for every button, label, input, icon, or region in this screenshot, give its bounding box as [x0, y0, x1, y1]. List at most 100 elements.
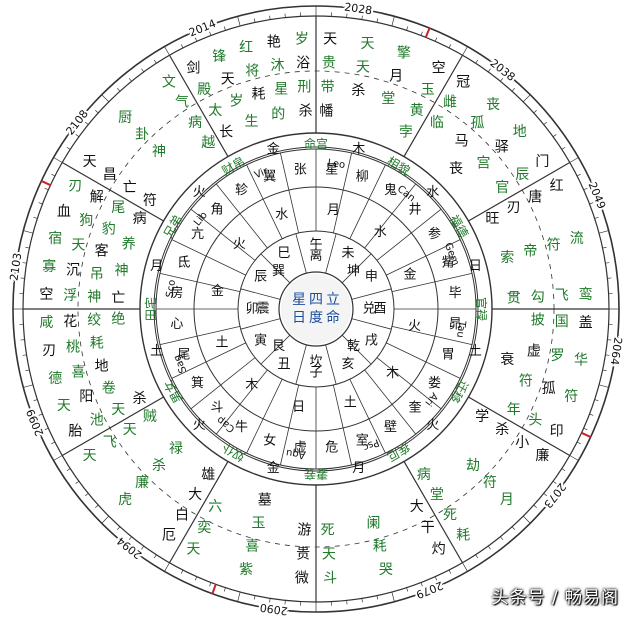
scale-tick — [253, 18, 256, 23]
scale-tick — [75, 480, 80, 484]
lunar-mansion: 亢 — [191, 226, 204, 242]
scale-tick — [223, 26, 226, 31]
scale-tick — [576, 441, 581, 445]
lunar-mansion: 斗 — [210, 401, 223, 416]
sector-star-char: 将 — [245, 63, 259, 79]
sector-star-char: 神 — [115, 263, 129, 279]
sector-star-char: 天 — [322, 547, 336, 563]
sector-star-char: 厨 — [118, 110, 132, 126]
palace-planet-mark: 土 — [150, 344, 163, 359]
sector-star-char: 地 — [95, 359, 109, 375]
palace-planet-mark: 火 — [193, 418, 206, 433]
zodiac-label: Leo — [327, 158, 346, 171]
scale-tick — [66, 468, 71, 472]
scale-tick — [605, 262, 610, 264]
sector-star-char: 岁 — [229, 94, 243, 110]
branch-divider — [351, 318, 392, 330]
scale-tick — [543, 493, 548, 497]
scale-tick — [420, 31, 423, 36]
branch-divider — [295, 344, 307, 385]
sector-star-char: 大 — [188, 487, 202, 503]
earthly-branch: 丑 — [277, 357, 290, 372]
sector-star-char: 亡 — [123, 180, 137, 196]
scale-tick — [448, 569, 452, 574]
lunar-mansion: 娄 — [428, 376, 441, 391]
sector-star-char: 勾 — [531, 289, 545, 305]
sector-star-char: 卷 — [102, 381, 116, 397]
sector-star-char: 阑 — [367, 515, 381, 531]
palace-planet-mark: 木 — [352, 142, 365, 157]
sector-star-char: 喜 — [71, 365, 85, 381]
sector-star-char: 劫 — [466, 458, 480, 474]
scale-tick — [361, 598, 363, 603]
sector-star-char: 咸 — [39, 315, 53, 331]
zodiac-label: Sco — [165, 279, 178, 298]
branch-divider — [341, 334, 372, 365]
sector-star-char: 耗 — [252, 87, 266, 103]
sector-divider — [403, 54, 464, 157]
sector-star-char: 带 — [321, 79, 335, 95]
mansion-divider — [171, 342, 246, 379]
sector-star-char: 六 — [208, 499, 222, 515]
scale-tick — [434, 576, 438, 581]
sector-star-char: 刃 — [68, 178, 82, 194]
ring-planet-mark: 土 — [215, 336, 228, 351]
earthly-branch: 申 — [365, 270, 378, 285]
sector-star-char: 微 — [295, 571, 309, 587]
sector-star-char: 生 — [245, 114, 259, 130]
sector-star-char: 天 — [111, 402, 125, 418]
lunar-mansion: 尾 — [177, 348, 190, 363]
scale-tick — [391, 591, 395, 602]
center-char: 度 — [309, 310, 323, 326]
mansion-divider — [332, 152, 352, 234]
sector-star-char: 丧 — [486, 97, 500, 113]
palace-band-inner-ring — [153, 146, 479, 472]
lunar-mansion: 鬼 — [384, 182, 397, 198]
scale-tick — [23, 230, 34, 234]
mansion-divider — [190, 357, 256, 410]
ring-planet-mark: 金 — [403, 266, 416, 282]
ring-planet-mark: 月 — [327, 203, 340, 218]
scale-tick — [594, 216, 599, 219]
sector-star-char: 尾 — [111, 200, 125, 216]
scale-tick — [33, 399, 38, 402]
sector-star-char: 浮 — [63, 288, 77, 304]
scale-tick — [237, 16, 241, 27]
sector-star-char: 天 — [83, 448, 97, 464]
scale-tick — [84, 493, 89, 497]
scale-tick — [561, 468, 566, 472]
sector-star-char: 丧 — [449, 161, 463, 177]
palace-planet-mark: 火 — [193, 185, 206, 200]
sector-star-char: 的 — [271, 107, 285, 123]
sector-star-char: 印 — [550, 424, 564, 440]
sector-star-char: 杀 — [133, 391, 147, 407]
earthly-branch: 卯 — [245, 302, 258, 317]
scale-tick — [141, 68, 145, 73]
zodiac-label: Aqu — [285, 447, 306, 461]
scale-tick — [552, 134, 557, 138]
year-label: 2064 — [608, 336, 625, 366]
sector-star-char: 杀 — [152, 458, 166, 474]
lunar-mansion: 虚 — [294, 441, 307, 456]
palace-planet-mark: 水 — [426, 185, 439, 200]
center-circle — [278, 271, 354, 347]
year-label: 2103 — [8, 252, 25, 282]
scale-tick — [180, 569, 184, 574]
scale-tick — [51, 441, 56, 445]
mansion-divider — [391, 325, 473, 345]
scale-tick — [33, 216, 38, 219]
sector-star-char: 刃 — [42, 343, 56, 359]
sector-star-char: 学 — [475, 409, 489, 425]
sector-star-char: 长 — [219, 125, 233, 141]
mansion-divider — [159, 325, 241, 345]
zodiac-label: Vir — [253, 166, 270, 182]
earthly-branch: 戌 — [365, 334, 378, 349]
scale-tick — [448, 44, 452, 49]
lunar-mansion: 张 — [294, 162, 307, 177]
branch-divider — [240, 288, 281, 300]
sector-star-char: 雄 — [201, 467, 215, 483]
sector-star-char: 浴 — [296, 55, 310, 71]
palace-planet-mark: 日 — [469, 259, 482, 274]
scale-tick — [66, 146, 71, 150]
